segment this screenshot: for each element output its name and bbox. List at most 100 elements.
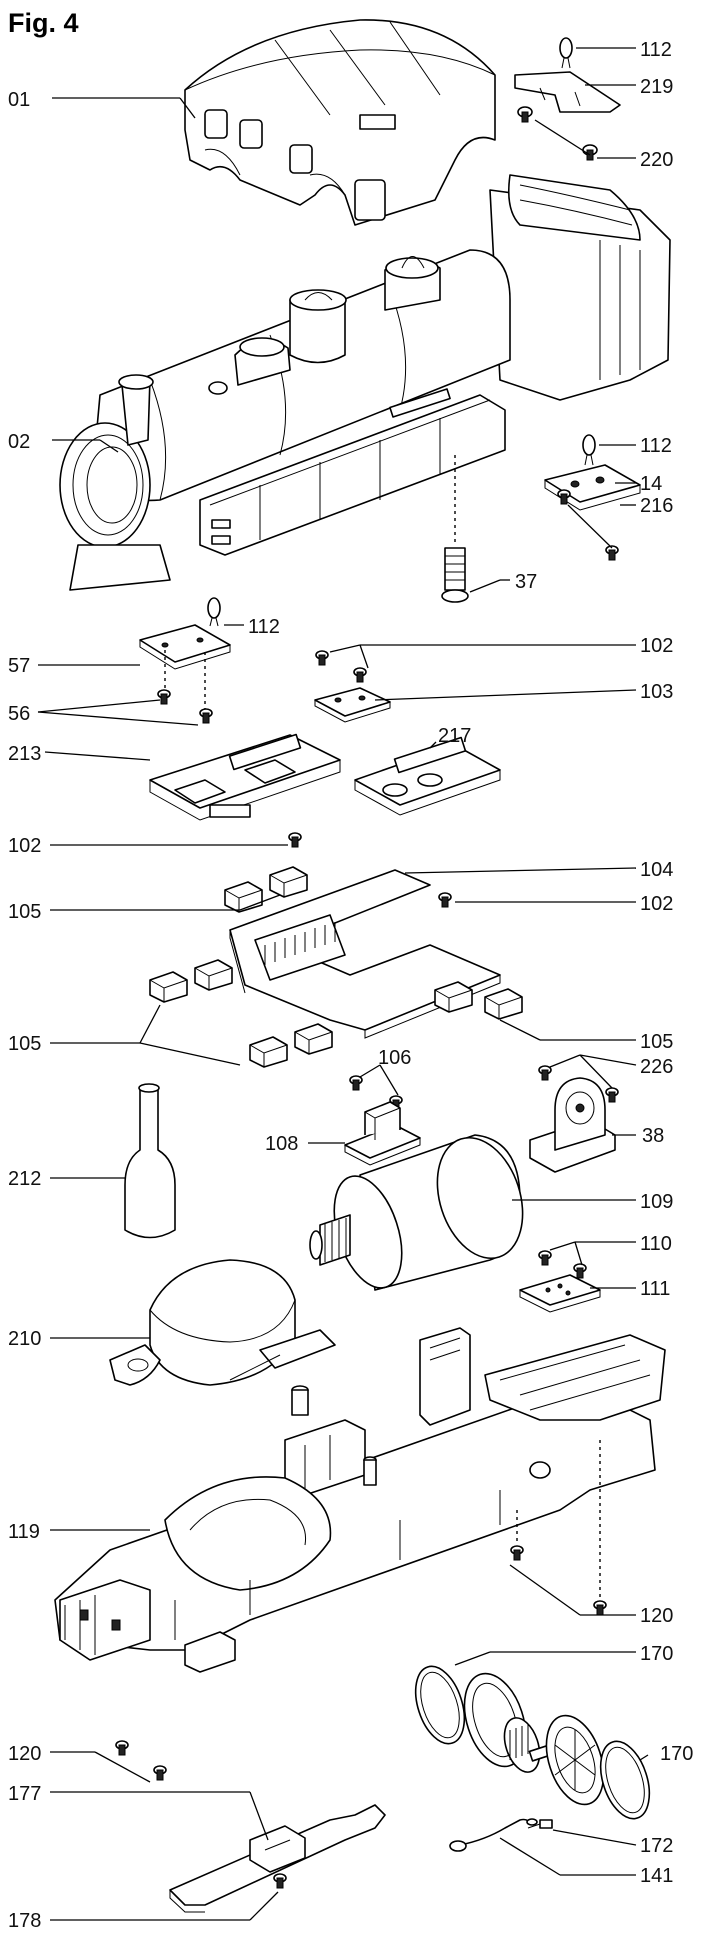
label-112a: 112: [640, 39, 672, 61]
part-109-motor: [309, 1134, 524, 1291]
label-37: 37: [515, 571, 537, 593]
leader-216: [567, 504, 613, 549]
part-108-bracket: [344, 1101, 421, 1166]
part-110-screws: [538, 1250, 587, 1279]
leader-105c: [499, 1019, 541, 1041]
label-14: 14: [640, 473, 662, 495]
part-112-bulb-top: [559, 37, 573, 69]
part-212-smoke-unit: [124, 1083, 176, 1239]
leader-01-tip: [179, 97, 196, 119]
part-112-bulb-third: [207, 597, 221, 627]
label-219: 219: [640, 76, 673, 98]
label-56: 56: [8, 703, 30, 725]
leader-02-tip: [99, 439, 119, 453]
label-38: 38: [642, 1125, 664, 1147]
label-102a: 102: [640, 635, 673, 657]
part-217-circuit-board: [354, 736, 501, 816]
part-wheelset: [463, 1672, 605, 1806]
label-120a: 120: [640, 1605, 673, 1627]
leader-170b: [639, 1754, 649, 1761]
leader-178b: [249, 1891, 279, 1921]
label-57: 57: [8, 655, 30, 677]
part-103-plate: [314, 687, 391, 723]
leader-226a: [549, 1054, 581, 1068]
part-141-wire: [449, 1818, 538, 1852]
part-213-circuit-board: [149, 733, 341, 821]
leader-102a-r: [359, 644, 369, 669]
part-105-blocks-c: [434, 981, 523, 1020]
leader-217: [429, 741, 437, 749]
leader-226b: [579, 1054, 613, 1089]
label-170a: 170: [640, 1643, 673, 1665]
leader-56b: [37, 711, 199, 726]
label-213: 213: [8, 743, 41, 765]
label-170b: 170: [660, 1743, 693, 1765]
label-01: 01: [8, 89, 30, 111]
part-102-screws-a: [315, 650, 367, 683]
leader-220: [534, 119, 591, 156]
part-57-plate: [139, 624, 231, 670]
label-220: 220: [640, 149, 673, 171]
part-38-motor-mount: [529, 1077, 616, 1173]
leader-56a: [37, 699, 161, 713]
label-102b: 102: [8, 835, 41, 857]
label-108: 108: [265, 1133, 298, 1155]
label-104: 104: [640, 859, 673, 881]
part-56-screws: [157, 689, 213, 724]
leader-104: [404, 867, 637, 874]
figure-title: Fig. 4: [8, 8, 79, 38]
part-170-tire-upper: [414, 1665, 466, 1745]
leader-120a: [509, 1564, 581, 1616]
leader-170a: [454, 1651, 491, 1666]
leader-226c: [579, 1054, 637, 1066]
label-119: 119: [8, 1521, 40, 1543]
part-105-blocks-a: [224, 866, 308, 913]
label-102c: 102: [640, 893, 673, 915]
leader-172: [552, 1829, 637, 1846]
label-105c: 105: [640, 1031, 673, 1053]
label-172: 172: [640, 1835, 673, 1857]
leader-106b: [379, 1064, 399, 1096]
label-120b: 120: [8, 1743, 41, 1765]
label-105b: 105: [8, 1033, 41, 1055]
label-216: 216: [640, 495, 673, 517]
part-177-bogie: [169, 1804, 386, 1913]
leader-102a-l: [329, 644, 361, 653]
leader-120b-2: [94, 1751, 151, 1783]
label-103: 103: [640, 681, 673, 703]
part-37-spring: [441, 455, 469, 603]
part-102-screw-c: [438, 892, 452, 908]
leader-103: [374, 689, 637, 701]
part-111-plate: [519, 1274, 601, 1313]
label-111: 111: [640, 1278, 670, 1300]
leader-106a: [359, 1064, 381, 1078]
part-172-screw: [527, 1819, 553, 1829]
label-112b: 112: [640, 435, 672, 457]
part-112-bulb-second: [582, 434, 596, 466]
label-177: 177: [8, 1783, 41, 1805]
part-102-screw-b: [288, 832, 302, 848]
part-14-plate: [544, 464, 641, 511]
label-210: 210: [8, 1328, 41, 1350]
part-104-main-board: [229, 869, 501, 1039]
leader-105a-b: [239, 894, 281, 911]
part-219-bracket: [514, 71, 621, 113]
leader-141: [499, 1837, 561, 1876]
part-02-loco-body: [59, 174, 671, 591]
leader-177b: [249, 1791, 269, 1841]
leader-37: [469, 579, 501, 593]
part-210-weight: [109, 1259, 336, 1386]
leader-110a: [549, 1241, 576, 1251]
leader-213: [44, 751, 151, 761]
label-109: 109: [640, 1191, 673, 1213]
label-106: 106: [378, 1047, 411, 1069]
part-01-cab-shell: [184, 19, 496, 226]
label-217: 217: [438, 725, 471, 747]
label-105a: 105: [8, 901, 41, 923]
part-216-screws: [557, 489, 619, 561]
part-170-tire-lower: [599, 1740, 651, 1820]
part-120-screws-right: [510, 1545, 607, 1616]
part-119-chassis: [54, 1327, 666, 1673]
part-226-screws: [538, 1065, 619, 1103]
